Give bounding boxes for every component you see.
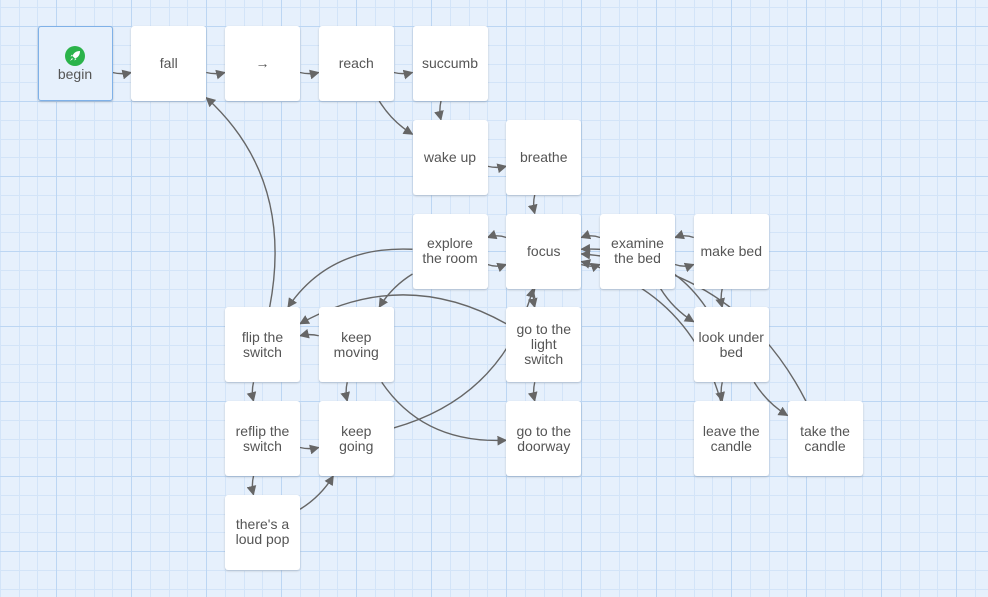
passage-label: →: [255, 55, 270, 71]
passage-breathe[interactable]: breathe: [506, 119, 582, 195]
passage-flip-the-switch[interactable]: flip the switch: [225, 307, 300, 383]
passage-label: reach: [338, 55, 374, 71]
passage-label: keep going: [339, 422, 374, 454]
passage-examine-the-bed[interactable]: examine the bed: [600, 213, 675, 289]
passage-focus[interactable]: focus: [506, 213, 582, 289]
passage-label: explore the room: [422, 235, 478, 266]
passage-succumb[interactable]: succumb: [412, 26, 488, 101]
passage-label: breathe: [520, 148, 568, 165]
passage-look-under-bed[interactable]: look under bed: [693, 307, 769, 383]
passage-theres-a-loud-pop[interactable]: there's a loud pop: [225, 494, 300, 570]
passage-label: focus: [527, 242, 561, 259]
passage-begin[interactable]: begin: [37, 26, 113, 101]
passage-fall[interactable]: fall: [131, 26, 207, 101]
passage-reach[interactable]: reach: [318, 26, 394, 101]
passage-label: examine the bed: [611, 235, 664, 266]
passage-label: go to the light switch: [516, 321, 572, 368]
passage-label: make bed: [700, 242, 762, 259]
passage-label: there's a loud pop: [235, 516, 290, 548]
passage-label: keep moving: [333, 328, 379, 360]
passage-label: leave the candle: [702, 422, 760, 454]
passage-explore-the-room[interactable]: explore the room: [412, 213, 488, 289]
passage-label: look under bed: [698, 328, 764, 360]
passage-reflip-the-switch[interactable]: reflip the switch: [225, 401, 300, 476]
passage-keep-moving[interactable]: keep moving: [318, 307, 394, 383]
passage-label: reflip the switch: [235, 422, 290, 454]
passage-arrow[interactable]: →: [225, 26, 300, 101]
passage-label: begin: [57, 65, 93, 82]
rocket-icon: [65, 45, 85, 66]
passage-make-bed[interactable]: make bed: [693, 213, 769, 289]
passage-wake-up[interactable]: wake up: [412, 119, 488, 195]
passage-go-to-the-doorway[interactable]: go to the doorway: [506, 401, 582, 476]
passage-label: flip the switch: [241, 328, 284, 360]
passage-label: take the candle: [800, 422, 850, 454]
passage-go-to-the-light-switch[interactable]: go to the light switch: [506, 307, 582, 383]
passage-label: succumb: [421, 55, 479, 71]
passage-label: fall: [159, 55, 178, 71]
passage-keep-going[interactable]: keep going: [318, 401, 394, 476]
passage-label: wake up: [423, 148, 477, 165]
passage-leave-the-candle[interactable]: leave the candle: [693, 401, 769, 476]
passage-take-the-candle[interactable]: take the candle: [787, 401, 863, 476]
passage-label: go to the doorway: [516, 422, 572, 454]
